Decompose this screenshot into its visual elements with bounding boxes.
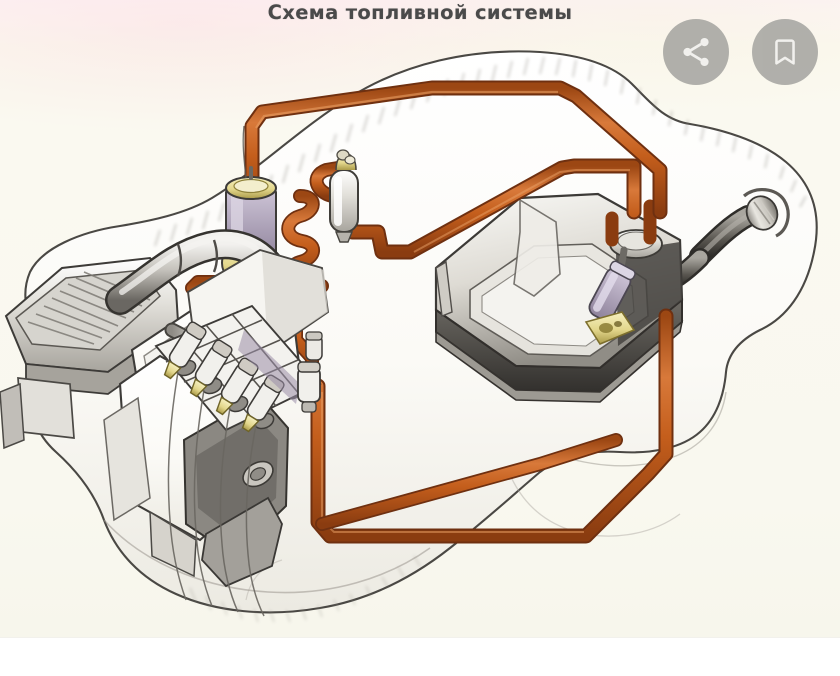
injectors [163,321,285,433]
bookmark-icon [775,39,795,65]
canister-wire [242,125,247,179]
rail-shadow [238,330,300,404]
fuel-line-zigzag-2 [309,161,345,203]
air-filter-bracket [17,377,75,439]
rear-contour [559,391,727,467]
bookmark-button[interactable] [752,19,818,85]
front-wheel-arch [245,559,283,601]
underbody-contour [103,519,431,594]
page-title: Схема топливной системы [267,1,573,24]
hose-tube [107,231,281,313]
image-card[interactable]: Схема топливной системы [0,0,840,637]
intake-hose [105,229,283,315]
tank-inlet-pipes [605,199,657,247]
fuel-line-diagonal [315,433,623,531]
fuel-system-svg [0,50,818,623]
supply-line-mid [346,160,640,258]
tank-shadow [616,242,682,346]
fuel-rail [154,304,322,433]
share-button[interactable] [663,19,729,85]
fuel-line-upper [244,80,668,220]
pressure-regulator [297,361,321,413]
rail-connector [305,331,323,361]
fuel-filter [329,149,359,243]
fuel-system-diagram [0,50,818,623]
supply-line-roof [246,82,666,218]
share-icon [683,37,709,67]
return-line-diagonal [316,434,622,530]
tank-tunnel [513,198,561,297]
tank-flange [435,260,453,317]
filter-outlet [334,231,354,243]
regulator-body [297,367,321,403]
spark-plug-wires [167,371,265,617]
body-lower-hatching [189,555,421,623]
fuel-line-mid [344,158,642,260]
page-below-image [0,637,840,676]
bellhousing [201,496,283,588]
tank-lip [435,319,684,403]
